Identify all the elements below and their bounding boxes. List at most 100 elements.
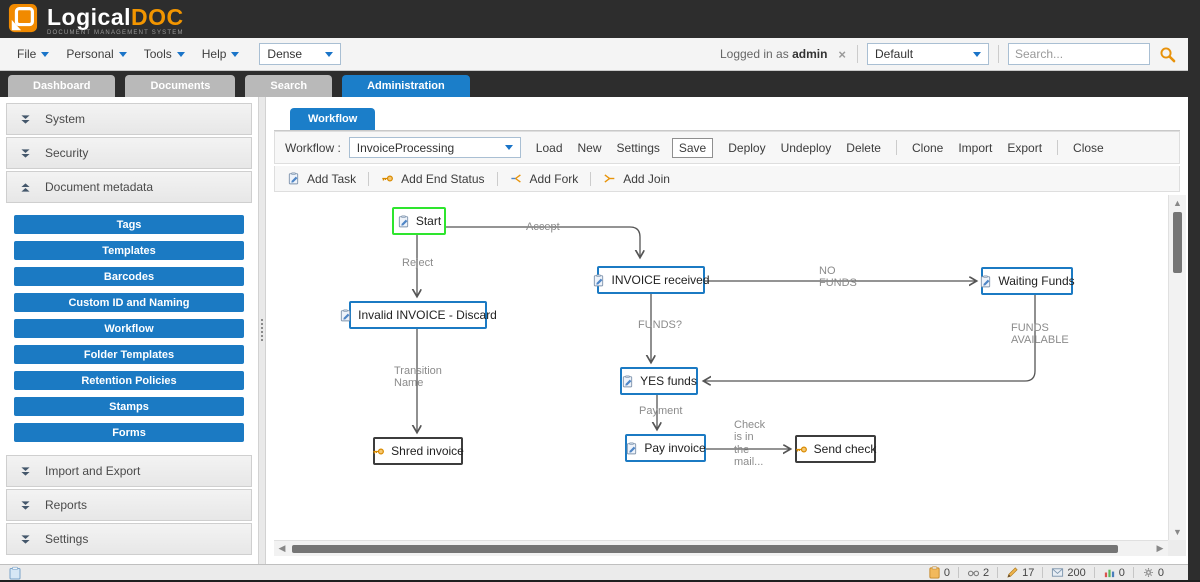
add-join-button[interactable]: Add Join bbox=[603, 172, 670, 186]
glasses-counter[interactable]: 2 bbox=[967, 566, 989, 579]
splitter-grip-icon bbox=[261, 319, 263, 343]
workflow-node-invalid-invoice-discard[interactable]: Invalid INVOICE - Discard bbox=[341, 301, 497, 329]
import-button[interactable]: Import bbox=[958, 140, 993, 155]
counter-value: 0 bbox=[1118, 566, 1125, 579]
node-label: Invalid INVOICE - Discard bbox=[358, 308, 497, 322]
horizontal-scroll-thumb[interactable] bbox=[292, 545, 1118, 553]
divider bbox=[895, 140, 897, 155]
load-button[interactable]: Load bbox=[535, 140, 563, 155]
tab-documents[interactable]: Documents bbox=[125, 75, 236, 97]
skin-select-value: Default bbox=[875, 47, 914, 61]
clipboard-blue-icon[interactable] bbox=[8, 566, 22, 580]
add-task-button[interactable]: Add Task bbox=[287, 172, 356, 186]
tab-dashboard[interactable]: Dashboard bbox=[8, 75, 116, 97]
workflow-node-shred-invoice[interactable]: Shred invoice bbox=[373, 437, 464, 465]
pencil-icon bbox=[1006, 566, 1019, 579]
counter-value: 17 bbox=[1022, 566, 1035, 579]
transition-label-check: Check is in the mail... bbox=[734, 419, 766, 468]
export-button[interactable]: Export bbox=[1007, 140, 1043, 155]
workflow-node-waiting-funds[interactable]: Waiting Funds bbox=[981, 267, 1075, 295]
task-icon bbox=[397, 214, 410, 228]
canvas-vertical-scrollbar[interactable]: ▲ ▼ bbox=[1168, 195, 1186, 540]
scroll-right-icon[interactable]: ▶ bbox=[1156, 543, 1164, 553]
density-select[interactable]: Dense bbox=[259, 43, 342, 65]
sidebar-section-label: Settings bbox=[45, 532, 89, 546]
menu-item-label: File bbox=[17, 47, 37, 61]
sidebar-item-barcodes[interactable]: Barcodes bbox=[14, 267, 244, 286]
scroll-up-icon[interactable]: ▲ bbox=[1173, 198, 1182, 208]
sidebar-section-security[interactable]: Security bbox=[6, 137, 252, 169]
clone-button[interactable]: Clone bbox=[911, 140, 944, 155]
chevron-down-icon bbox=[41, 51, 50, 57]
add-fork-button[interactable]: Add Fork bbox=[510, 172, 578, 186]
tab-workflow[interactable]: Workflow bbox=[290, 108, 376, 130]
undeploy-button[interactable]: Undeploy bbox=[780, 140, 832, 155]
key-icon bbox=[381, 172, 394, 185]
envelope-counter[interactable]: 200 bbox=[1051, 566, 1086, 579]
vertical-scroll-thumb[interactable] bbox=[1173, 212, 1182, 273]
new-button[interactable]: New bbox=[577, 140, 602, 155]
chevrons-up-icon bbox=[19, 181, 32, 194]
canvas-horizontal-scrollbar[interactable]: ◀ ▶ bbox=[274, 540, 1168, 556]
sidebar-item-folder-templates[interactable]: Folder Templates bbox=[14, 345, 244, 364]
sidebar-section-import-and-export[interactable]: Import and Export bbox=[6, 455, 252, 487]
menu-item-help[interactable]: Help bbox=[202, 47, 240, 61]
sidebar-item-retention-policies[interactable]: Retention Policies bbox=[14, 371, 244, 390]
scroll-left-icon[interactable]: ◀ bbox=[278, 543, 286, 553]
search-input[interactable] bbox=[1008, 43, 1150, 65]
task-icon bbox=[287, 172, 300, 185]
chart-counter[interactable]: 0 bbox=[1103, 566, 1125, 579]
main-tabstrip: Dashboard Documents Search Administration bbox=[0, 71, 1200, 97]
workflow-node-invoice-received[interactable]: INVOICE received bbox=[594, 266, 710, 294]
sidebar-item-templates[interactable]: Templates bbox=[14, 241, 244, 260]
workflow-node-yes-funds[interactable]: YES funds bbox=[620, 367, 698, 395]
divider bbox=[368, 171, 370, 186]
tool-label: Add Task bbox=[307, 171, 357, 186]
scroll-down-icon[interactable]: ▼ bbox=[1173, 527, 1182, 537]
scrollbar-corner bbox=[1168, 540, 1186, 556]
sidebar-section-system[interactable]: System bbox=[6, 103, 252, 135]
sidebar-item-tags[interactable]: Tags bbox=[14, 215, 244, 234]
sidebar-item-stamps[interactable]: Stamps bbox=[14, 397, 244, 416]
menu-item-label: Tools bbox=[143, 47, 172, 61]
sidebar-section-settings[interactable]: Settings bbox=[6, 523, 252, 555]
tab-search[interactable]: Search bbox=[245, 75, 333, 97]
logged-in-user: admin bbox=[792, 47, 828, 61]
counter-value: 200 bbox=[1067, 566, 1086, 579]
gear-counter[interactable]: 0 bbox=[1142, 566, 1164, 579]
sidebar-splitter[interactable] bbox=[258, 97, 266, 564]
workflow-node-start[interactable]: Start bbox=[392, 207, 446, 235]
transition-label-funds: FUNDS? bbox=[638, 319, 683, 331]
pencil-counter[interactable]: 17 bbox=[1006, 566, 1034, 579]
chevron-down-icon bbox=[325, 51, 334, 57]
close-button[interactable]: Close bbox=[1073, 140, 1104, 155]
workflow-select[interactable]: InvoiceProcessing bbox=[348, 137, 521, 158]
tab-administration[interactable]: Administration bbox=[342, 75, 470, 97]
deploy-button[interactable]: Deploy bbox=[728, 140, 766, 155]
node-label: Start bbox=[415, 214, 442, 228]
close-session-icon[interactable]: × bbox=[838, 46, 846, 62]
density-select-value: Dense bbox=[267, 47, 303, 61]
workflow-node-send-check[interactable]: Send check bbox=[795, 435, 876, 463]
task-icon bbox=[339, 308, 352, 322]
menu-item-tools[interactable]: Tools bbox=[144, 47, 185, 61]
sidebar-section-reports[interactable]: Reports bbox=[6, 489, 252, 521]
menu-item-file[interactable]: File bbox=[17, 47, 50, 61]
add-end-status-button[interactable]: Add End Status bbox=[381, 172, 485, 186]
sidebar-item-custom-id-and-naming[interactable]: Custom ID and Naming bbox=[14, 293, 244, 312]
save-button[interactable]: Save bbox=[671, 137, 714, 158]
workflow-edges bbox=[274, 226, 1036, 540]
settings-button[interactable]: Settings bbox=[616, 140, 660, 155]
sidebar-item-forms[interactable]: Forms bbox=[14, 423, 244, 442]
sidebar-section-document-metadata[interactable]: Document metadata bbox=[6, 171, 252, 203]
delete-button[interactable]: Delete bbox=[846, 140, 881, 155]
menu-item-personal[interactable]: Personal bbox=[66, 47, 127, 61]
skin-select[interactable]: Default bbox=[867, 43, 989, 65]
workflow-designer-toolbar: Add Task Add End Status Add Fork Add Join bbox=[274, 166, 1180, 192]
search-icon[interactable] bbox=[1159, 46, 1176, 63]
clipboard-counter[interactable]: 0 bbox=[928, 566, 950, 579]
transition-label-payment: Payment bbox=[639, 405, 683, 417]
sidebar-item-workflow[interactable]: Workflow bbox=[14, 319, 244, 338]
workflow-node-pay-invoice[interactable]: Pay invoice bbox=[625, 434, 706, 462]
tool-label: Add Join bbox=[623, 171, 670, 186]
